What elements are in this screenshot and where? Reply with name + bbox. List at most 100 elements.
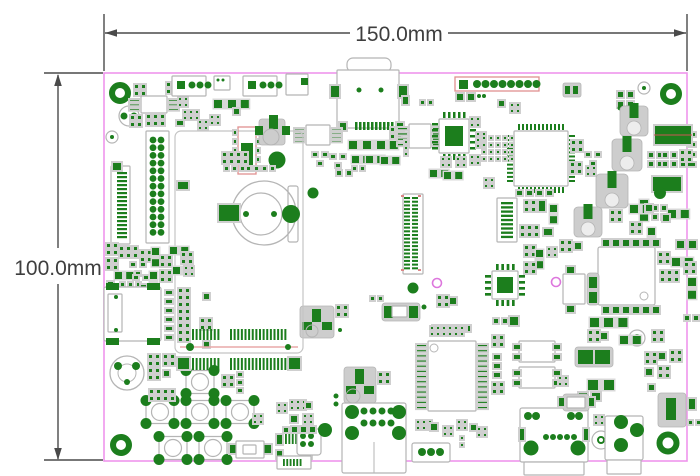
smd-pad bbox=[492, 371, 502, 379]
board-to-board bbox=[259, 329, 261, 340]
smd-pad bbox=[154, 353, 161, 360]
connector-pins bbox=[412, 230, 418, 233]
smd-pad bbox=[140, 83, 147, 90]
smd-pad bbox=[276, 408, 282, 414]
connector-pins bbox=[117, 204, 127, 207]
connector-pins bbox=[501, 210, 513, 213]
board-to-board bbox=[240, 358, 243, 370]
pin-pad bbox=[369, 407, 377, 415]
smd-pad bbox=[202, 292, 211, 301]
pin-pad bbox=[216, 78, 220, 82]
smd-pad bbox=[232, 129, 238, 136]
passive bbox=[148, 270, 159, 292]
pad-dot bbox=[614, 438, 628, 452]
smd-pad bbox=[308, 425, 317, 434]
smd-pad bbox=[523, 251, 530, 258]
smd-pad bbox=[155, 395, 162, 402]
board-to-board bbox=[233, 358, 236, 370]
smd-pad bbox=[228, 151, 235, 158]
pad-dot bbox=[110, 135, 114, 139]
passive bbox=[379, 155, 401, 166]
smd-pad bbox=[133, 83, 140, 90]
pin-pad bbox=[369, 419, 377, 427]
smd-pad bbox=[136, 114, 143, 121]
smd-pad bbox=[466, 92, 476, 102]
main-ic-qfp bbox=[546, 124, 548, 130]
smd-pad bbox=[442, 425, 448, 431]
pin-pad bbox=[267, 81, 275, 89]
header-pin bbox=[149, 159, 157, 167]
qfn-ic bbox=[443, 112, 446, 118]
smd-pad bbox=[670, 160, 678, 168]
smd-pad bbox=[255, 147, 261, 154]
smd-pad bbox=[651, 358, 658, 365]
board-to-board bbox=[199, 358, 202, 370]
capacitor bbox=[629, 103, 639, 118]
smd-pad bbox=[601, 305, 611, 315]
passive bbox=[455, 172, 463, 179]
soic-28 bbox=[415, 384, 428, 390]
smd-pad bbox=[166, 254, 173, 261]
soic-28 bbox=[476, 384, 489, 390]
smd-pad bbox=[515, 108, 521, 114]
smd-pad bbox=[165, 88, 172, 95]
smd-pad bbox=[105, 242, 112, 249]
smd-pad bbox=[657, 372, 664, 379]
smd-pad bbox=[409, 306, 418, 318]
smd-pad bbox=[282, 402, 288, 408]
smd-pad bbox=[469, 160, 475, 166]
smd-pad bbox=[421, 425, 427, 431]
qfn-ic bbox=[470, 129, 476, 132]
smd-pad bbox=[440, 156, 446, 162]
smd-pad bbox=[683, 261, 690, 268]
smd-pad bbox=[647, 160, 655, 168]
component-body bbox=[562, 273, 586, 305]
pad-dot bbox=[308, 441, 314, 447]
smd-pad bbox=[387, 122, 390, 130]
smd-pad bbox=[601, 238, 611, 248]
smd-pad bbox=[651, 351, 658, 358]
smd-pad bbox=[221, 151, 228, 158]
arrowhead-right bbox=[674, 29, 686, 37]
connector-pins bbox=[412, 215, 418, 218]
sot23 bbox=[339, 153, 347, 160]
board-to-board bbox=[230, 358, 232, 370]
header-pin bbox=[149, 213, 157, 221]
smd-pad bbox=[621, 305, 631, 315]
smd-pad bbox=[184, 336, 191, 343]
passive bbox=[171, 265, 193, 276]
smd-pad bbox=[139, 256, 146, 263]
qfp-pin bbox=[496, 300, 499, 306]
passive bbox=[670, 256, 695, 268]
passive bbox=[590, 318, 599, 327]
qfp-pin bbox=[519, 281, 525, 284]
mounting-hole bbox=[656, 431, 680, 455]
passive bbox=[442, 170, 464, 181]
smd-pad bbox=[557, 375, 563, 381]
passive bbox=[226, 98, 251, 110]
pin-pad bbox=[481, 80, 490, 88]
smd-pad bbox=[342, 311, 349, 318]
smd-pad bbox=[459, 325, 465, 331]
smd-pad bbox=[545, 189, 554, 197]
smd-pad bbox=[552, 353, 562, 361]
pad-dot bbox=[378, 87, 384, 93]
soic-28 bbox=[415, 363, 428, 369]
passive bbox=[115, 272, 122, 279]
connector-pins bbox=[117, 228, 127, 231]
smd-pad bbox=[119, 281, 126, 288]
smd-pad bbox=[159, 269, 166, 276]
soic-28 bbox=[476, 374, 489, 380]
smd-pad bbox=[585, 171, 591, 177]
tactile-switch bbox=[248, 395, 260, 406]
smd-pad bbox=[585, 165, 591, 171]
qfp-pin bbox=[501, 300, 504, 306]
tactile-switch bbox=[150, 402, 170, 422]
smd-pad bbox=[523, 268, 530, 275]
board-to-board bbox=[280, 358, 283, 370]
smd-pad bbox=[184, 329, 191, 336]
smd-pad bbox=[255, 156, 261, 163]
smd-pad bbox=[166, 276, 173, 283]
header-pin bbox=[149, 152, 157, 159]
connector-pins bbox=[404, 222, 410, 225]
